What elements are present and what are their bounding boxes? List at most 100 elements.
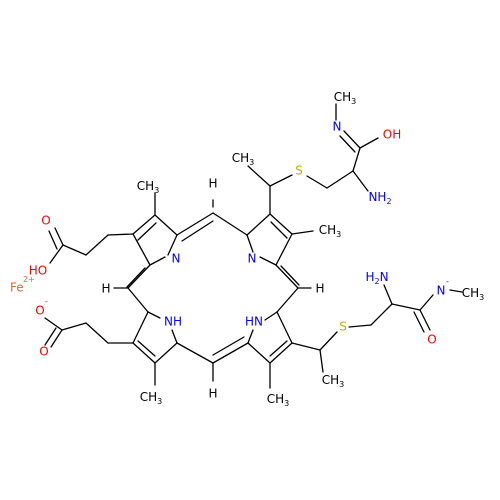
meso-hydrogen-left: H — [101, 282, 110, 296]
bond — [343, 130, 361, 149]
bond — [137, 340, 156, 357]
bond — [383, 284, 393, 305]
bonds — [44, 103, 463, 389]
bond — [48, 230, 58, 250]
carboxylate-oxygen: O — [39, 345, 48, 359]
bond — [127, 287, 149, 313]
bond — [259, 256, 277, 266]
bond — [352, 170, 369, 192]
methyl-chain-top: CH3 — [232, 151, 255, 167]
bond — [62, 244, 87, 256]
bond — [212, 212, 248, 236]
bond — [276, 311, 293, 344]
meso-hydrogen-top: H — [208, 177, 217, 191]
imine-nitrogen: N — [333, 120, 342, 134]
imine-hydroxyl: OH — [383, 128, 401, 142]
bond — [181, 220, 214, 242]
bond — [137, 222, 157, 241]
bond — [269, 342, 293, 364]
bond — [171, 329, 178, 344]
bond — [339, 135, 356, 153]
bond — [275, 264, 299, 289]
meso-hydrogen-right: H — [315, 282, 324, 296]
bond — [319, 331, 338, 351]
bond — [276, 287, 299, 313]
ring-nitrogen-right: N — [248, 252, 257, 266]
methyl-chain-bottom: CH3 — [322, 373, 345, 389]
bond — [352, 147, 361, 172]
amide-methyl: CH3 — [462, 286, 485, 302]
bond — [50, 329, 63, 348]
bond — [270, 221, 288, 239]
bond — [419, 309, 431, 331]
bond — [246, 234, 254, 253]
bond — [212, 342, 249, 364]
bond — [319, 349, 324, 373]
amine-bottom: H2N — [365, 270, 388, 286]
amide-nitrogen: N — [437, 284, 446, 298]
bond — [132, 311, 149, 344]
bond — [85, 234, 109, 256]
bond — [212, 336, 245, 356]
bond — [413, 311, 425, 333]
bond — [269, 174, 293, 187]
bond — [44, 327, 57, 346]
bond — [291, 230, 314, 235]
bond — [107, 233, 134, 236]
bond — [280, 265, 300, 286]
bond — [147, 311, 161, 319]
imine-methyl: CH3 — [334, 90, 357, 106]
bond — [246, 213, 271, 236]
bond — [269, 213, 293, 235]
bond — [149, 256, 166, 266]
bond — [449, 289, 463, 293]
bond — [176, 342, 214, 364]
bond — [61, 322, 87, 331]
bond — [269, 340, 288, 357]
amide-nitrogen-charge: - — [446, 277, 449, 286]
amide-oxygen: O — [427, 333, 436, 347]
bond — [306, 175, 328, 189]
bond — [247, 342, 271, 364]
bond — [127, 264, 151, 289]
sulfur-bottom: S — [339, 320, 347, 334]
bond — [132, 214, 156, 235]
bond — [348, 324, 372, 328]
bond — [154, 214, 178, 236]
bond — [176, 212, 214, 236]
acid-hydroxyl: HO — [29, 264, 47, 278]
bond — [126, 267, 146, 288]
atom-labels: Fe 2+ N N NH HN H H H H CH3 CH3 CH3 CH3 … — [10, 90, 484, 408]
bond — [167, 234, 178, 256]
bond — [247, 329, 254, 344]
ring-nh-right: HN — [245, 315, 263, 329]
bond — [54, 227, 64, 246]
ring-nitrogen-left: N — [172, 252, 181, 266]
sulfur-top: S — [295, 164, 303, 178]
carboxylate-charge: - — [45, 297, 48, 306]
methyl-top-left: CH3 — [137, 179, 160, 195]
meso-hydrogen-bottom: H — [208, 387, 217, 401]
bond — [49, 244, 64, 264]
carboxylate-oxygen-minus: O — [35, 304, 44, 318]
bond — [326, 170, 354, 189]
bond — [264, 311, 278, 321]
bond — [359, 137, 379, 149]
ring-nh-left: NH — [164, 315, 182, 329]
iron-charge: 2+ — [23, 275, 35, 284]
bond — [391, 303, 421, 311]
bond — [132, 233, 151, 266]
bond — [247, 165, 271, 187]
bond — [44, 317, 63, 331]
methyl-top-right: CH3 — [319, 223, 342, 239]
bond — [85, 322, 109, 344]
bond — [419, 294, 434, 311]
bond — [154, 342, 178, 364]
bond — [275, 233, 293, 266]
methyl-bottom-left: CH3 — [140, 390, 163, 406]
iron-atom: Fe — [10, 281, 24, 295]
acid-carbonyl-oxygen: O — [41, 214, 50, 228]
methyl-bottom-right: CH3 — [267, 392, 290, 408]
bond — [370, 303, 393, 326]
